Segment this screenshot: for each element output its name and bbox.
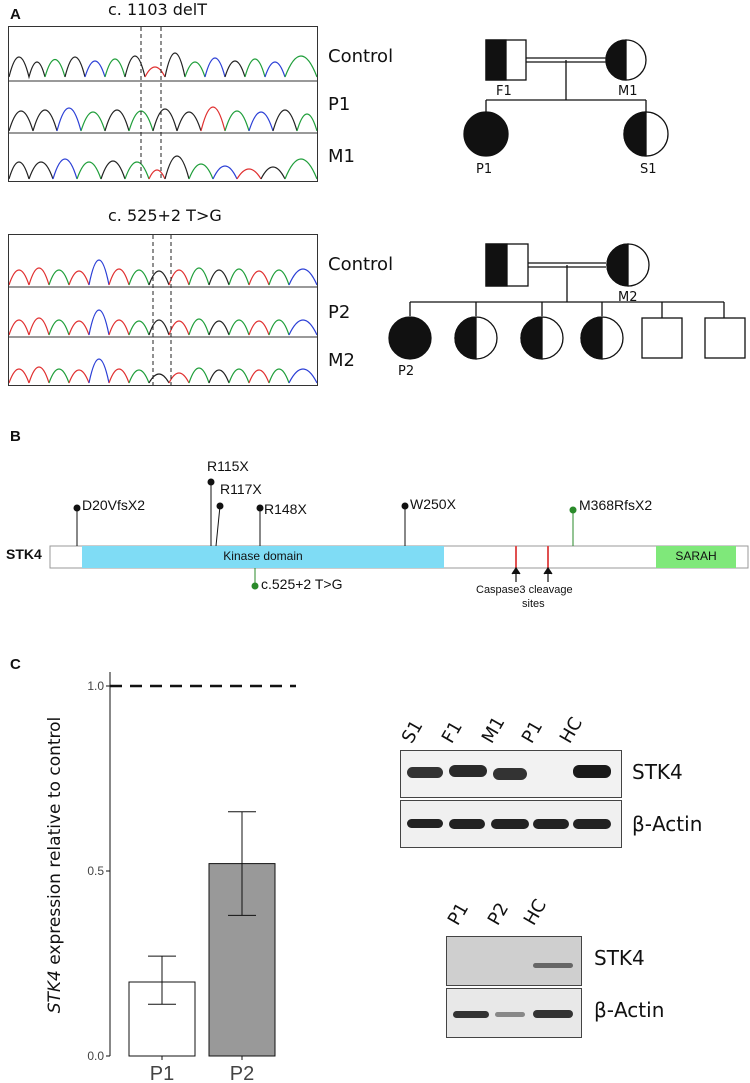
chromatogram-2-traces <box>9 235 317 385</box>
caspase-arrow-2 <box>543 566 553 582</box>
kinase-domain-label: Kinase domain <box>223 549 303 563</box>
blot1-actin-label: β-Actin <box>632 812 703 836</box>
caspase-label-line2: sites <box>522 598 545 610</box>
pedigree-1 <box>463 39 669 157</box>
mutation2-title: c. 525+2 T>G <box>108 206 222 225</box>
pedigree-label-f1: F1 <box>496 84 512 99</box>
lane-label-m1: M1 <box>328 146 355 167</box>
mutation-label-c525: c.525+2 T>G <box>261 576 343 592</box>
y-axis-label: STK4 expression relative to control <box>45 700 65 1030</box>
x-tick-label: P2 <box>230 1063 254 1083</box>
caspase-arrow-1 <box>511 566 521 582</box>
mutation-label-r115: R115X <box>207 458 249 474</box>
blot2-lane-hc: HC <box>519 895 552 929</box>
blot1-lane-f1: F1 <box>437 717 467 747</box>
pedigree-label-m1: M1 <box>618 84 638 99</box>
mutation-label-w250: W250X <box>410 496 456 512</box>
blot1-lane-hc: HC <box>555 713 588 747</box>
y-tick-label: 0.5 <box>87 864 104 878</box>
blot2-lane-p2: P2 <box>483 899 514 929</box>
chromatogram-2 <box>8 234 318 386</box>
protein-diagram <box>49 478 749 590</box>
mutation-dot-c525 <box>251 582 259 590</box>
blot1-lane-s1: S1 <box>397 716 428 747</box>
mutation-label-r148: R148X <box>264 501 307 517</box>
pedigree-2-sib-6 <box>704 317 746 359</box>
mutation-dot-r115 <box>207 478 215 486</box>
lane-label-p2: P2 <box>328 302 351 323</box>
kinase-domain <box>82 546 444 568</box>
x-tick-label: P1 <box>150 1063 174 1083</box>
y-tick-label: 0.0 <box>87 1049 104 1063</box>
lane-label-m2: M2 <box>328 350 355 371</box>
y-tick-label: 1.0 <box>87 679 104 693</box>
blot2-stk4-label: STK4 <box>594 946 645 970</box>
protein-name: STK4 <box>6 546 42 562</box>
mutation-dot-d20 <box>73 504 81 512</box>
sarah-domain <box>656 546 736 568</box>
panel-b-letter: B <box>10 428 21 445</box>
expression-bar-chart: 0.0 0.5 1.0P1 P2 <box>87 672 296 1083</box>
chromatogram-1-traces <box>9 27 317 181</box>
pedigree-2-sib-5 <box>641 317 683 359</box>
mutation-label-m368: M368RfsX2 <box>579 497 653 513</box>
y-axis-label-rest: expression relative to control <box>45 716 65 971</box>
lane-label-control-1: Control <box>328 46 394 67</box>
blot1-actin <box>400 800 622 848</box>
lane-label-control-2: Control <box>328 254 394 275</box>
blot2-lane-p1: P1 <box>443 899 474 929</box>
pedigree-1-proband <box>463 111 509 157</box>
sarah-domain-label: SARAH <box>675 549 717 563</box>
mutation-dot-w250 <box>401 502 409 510</box>
mutation-dot-m368 <box>569 506 577 514</box>
mutation-dot-r117 <box>216 502 224 510</box>
panel-c-letter: C <box>10 656 21 673</box>
blot2-actin-label: β-Actin <box>594 998 665 1022</box>
blot1-lane-p1: P1 <box>517 717 548 747</box>
chromatogram-1 <box>8 26 318 182</box>
caspase-label-line1: Caspase3 cleavage <box>476 584 573 596</box>
blot2-actin <box>446 988 582 1038</box>
pedigree-label-p2: P2 <box>398 364 415 379</box>
panel-a-letter: A <box>10 6 21 23</box>
pedigree-2-proband <box>388 316 432 360</box>
mutation-label-r117: R117X <box>220 481 262 497</box>
blot1-stk4 <box>400 750 622 798</box>
y-axis-label-gene: STK4 <box>45 970 65 1014</box>
pedigree-2 <box>388 243 746 360</box>
pedigree-label-m2: M2 <box>618 290 638 305</box>
mutation1-title: c. 1103 delT <box>108 0 207 19</box>
pedigree-label-s1: S1 <box>640 162 657 177</box>
blot2-stk4 <box>446 936 582 986</box>
mutation-label-d20: D20VfsX2 <box>82 497 146 513</box>
blot1-stk4-label: STK4 <box>632 760 683 784</box>
lane-label-p1: P1 <box>328 94 351 115</box>
pedigree-label-p1: P1 <box>476 162 493 177</box>
blot1-lane-m1: M1 <box>477 713 510 747</box>
mutation-dot-r148 <box>256 504 264 512</box>
